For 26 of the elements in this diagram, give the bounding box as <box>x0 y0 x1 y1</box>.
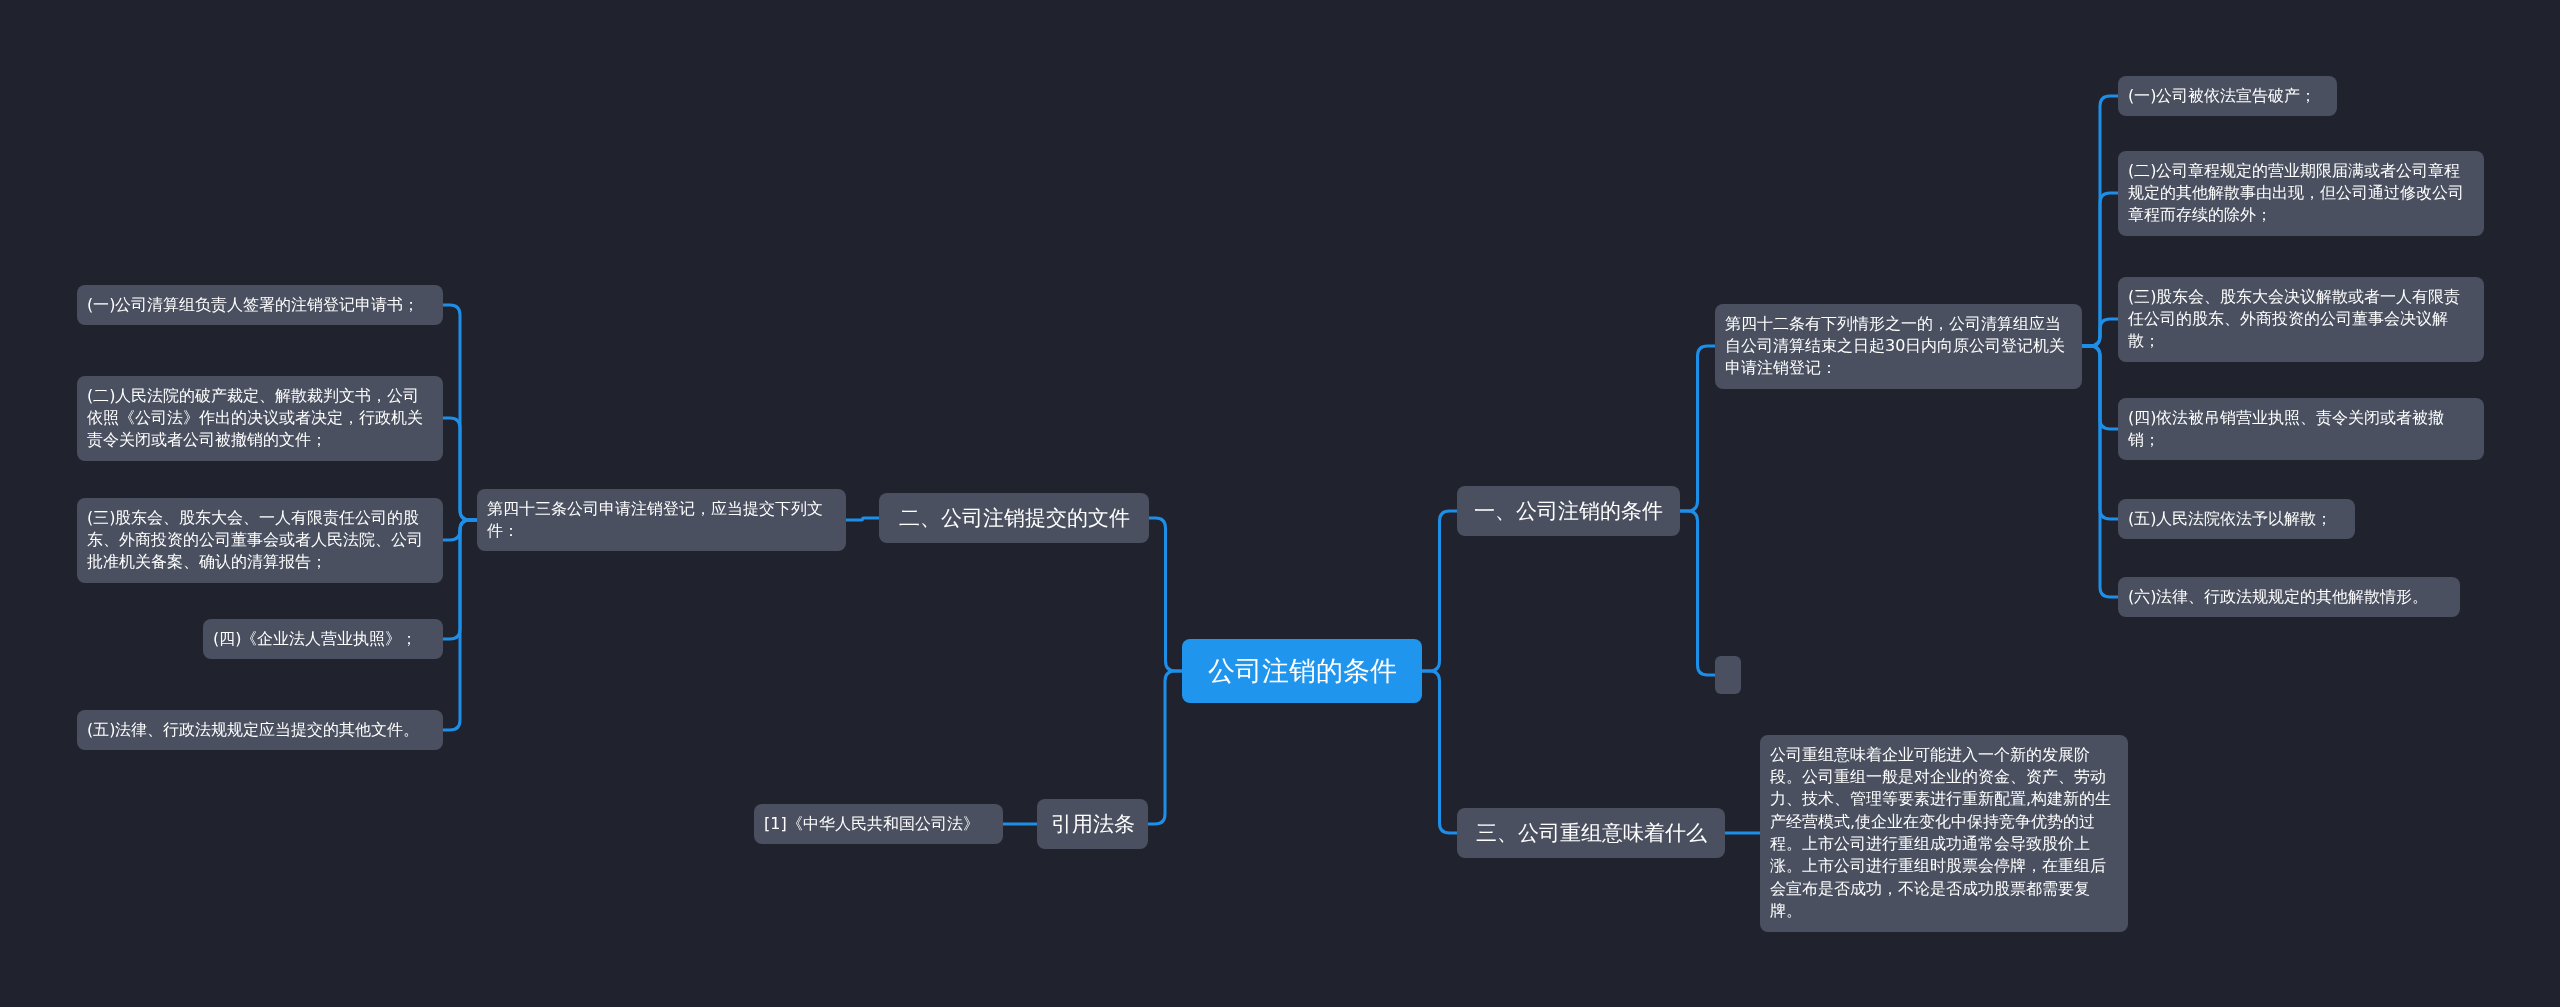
connector-line <box>1422 669 1457 835</box>
connector-line <box>1725 831 1760 835</box>
subtopic-box: 第四十二条有下列情形之一的，公司清算组应当自公司清算结束之日起30日内向原公司登记机关申请注销登记： <box>1715 303 2082 389</box>
empty-box <box>1715 656 1741 694</box>
connector-line <box>1003 822 1037 826</box>
leaf-box: (三)股东会、股东大会、一人有限责任公司的股东、外商投资的公司董事会或者人民法院、公司批准机关备案、确认的清算报告； <box>77 497 443 583</box>
branch-topic: 二、公司注销提交的文件 <box>879 493 1149 543</box>
branch-topic: 一、公司注销的条件 <box>1457 486 1680 536</box>
leaf-box: [1]《中华人民共和国公司法》 <box>754 804 1003 845</box>
connector-line <box>2082 344 2118 599</box>
leaf-box: (四)依法被吊销营业执照、责令关闭或者被撤销； <box>2118 397 2484 461</box>
leaf-box: (六)法律、行政法规规定的其他解散情形。 <box>2118 577 2460 618</box>
subtopic-box: 第四十三条公司申请注销登记，应当提交下列文件： <box>477 488 846 552</box>
subtopic-box: 公司重组意味着企业可能进入一个新的发展阶段。公司重组一般是对企业的资金、资产、劳动力、技术、管理等要素进行重新配置,构建新的生产经营模式,使企业在变化中保持竞争优势的过程。上市公司进行重组成功通常会导致股价上涨。上市公司进行重组时股票会停牌，在重组后会宣布是否成功，不论是否成功股票都需要复牌。 <box>1760 734 2128 932</box>
leaf-box: (三)股东会、股东大会决议解散或者一人有限责任公司的股东、外商投资的公司董事会决议解散； <box>2118 276 2484 362</box>
leaf-box: (二)人民法院的破产裁定、解散裁判文书，公司依照《公司法》作出的决议或者决定，行政机关责令关闭或者公司被撤销的文件； <box>77 375 443 461</box>
leaf-box: (一)公司被依法宣告破产； <box>2118 76 2337 117</box>
leaf-box: (一)公司清算组负责人签署的注销登记申请书； <box>77 285 443 326</box>
central-topic: 公司注销的条件 <box>1182 639 1422 703</box>
connector-line <box>846 516 879 522</box>
branch-topic: 引用法条 <box>1037 799 1148 849</box>
leaf-box: (五)人民法院依法予以解散； <box>2118 499 2355 540</box>
leaf-box: (五)法律、行政法规规定应当提交的其他文件。 <box>77 710 443 751</box>
leaf-box: (四)《企业法人营业执照》； <box>203 619 443 660</box>
leaf-box: (二)公司章程规定的营业期限届满或者公司章程规定的其他解散事由出现，但公司通过修改公司章程而存续的除外； <box>2118 150 2484 236</box>
branch-topic: 三、公司重组意味着什么 <box>1457 808 1725 858</box>
